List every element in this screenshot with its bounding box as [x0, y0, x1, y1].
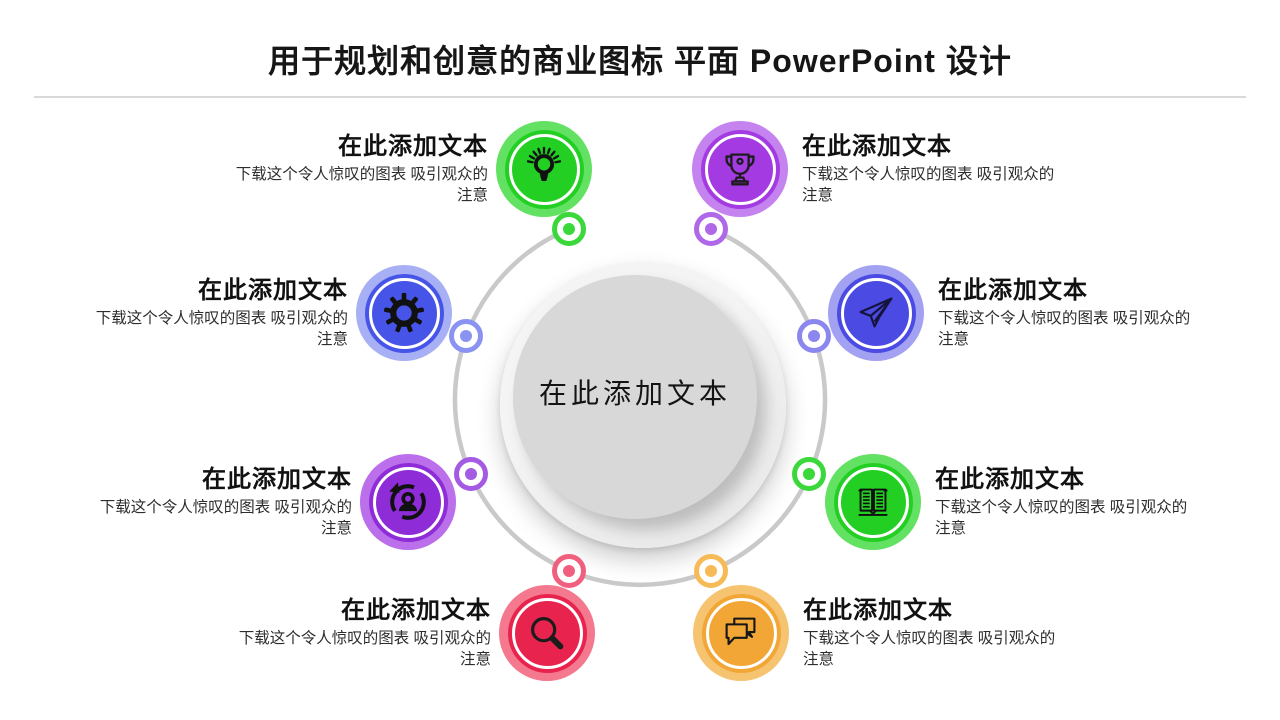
center-circle: 在此添加文本 — [500, 262, 786, 548]
center-circle-inner: 在此添加文本 — [513, 275, 757, 519]
center-label: 在此添加文本 — [538, 379, 731, 410]
title-divider — [34, 96, 1246, 98]
slide-title: 用于规划和创意的商业图标 平面 PowerPoint 设计 — [268, 43, 1012, 79]
